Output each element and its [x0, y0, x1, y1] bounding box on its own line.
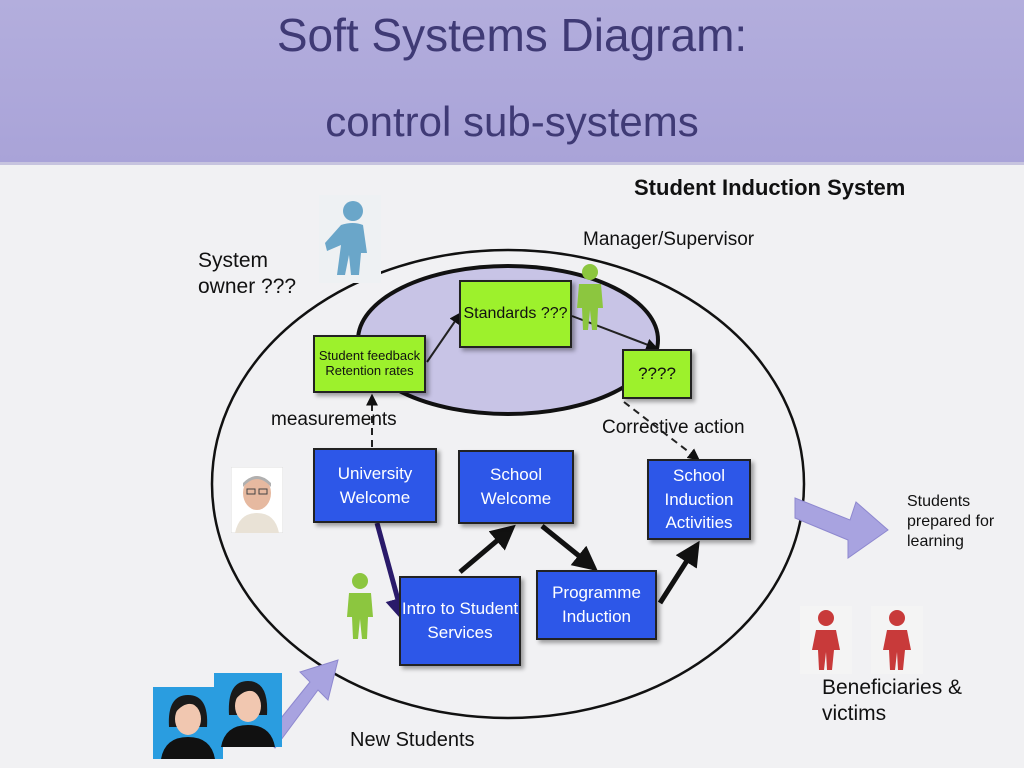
- arrow-programme-to-induction: [657, 540, 700, 605]
- photo-woman: [214, 673, 282, 747]
- intro-services-text: Intro to Student Services: [401, 599, 519, 642]
- manager-label: Manager/Supervisor: [583, 229, 755, 250]
- measurements-label: measurements: [271, 409, 397, 430]
- system-name: Student Induction System: [634, 175, 906, 200]
- person-red-icon: [871, 606, 923, 674]
- new-students-label: New Students: [350, 729, 475, 751]
- feedback-box: Student feedback Retention rates: [313, 335, 426, 393]
- output-label: Students prepared for learning: [907, 493, 995, 550]
- arrow-university-to-intro: [374, 522, 410, 623]
- standards-text: Standards ???: [463, 304, 568, 322]
- beneficiaries-label: Beneficiaries & victims: [822, 676, 963, 726]
- input-arrow: [264, 659, 339, 749]
- slide-title: Soft Systems Diagram:: [276, 9, 748, 61]
- system-owner-label: System owner ???: [198, 249, 297, 299]
- standards-box: Standards ???: [459, 280, 572, 348]
- programme-induction-box: Programme Induction: [536, 570, 657, 640]
- photo-woman: [153, 687, 223, 759]
- person-green-icon: [347, 573, 373, 639]
- arrow-feedback-to-standards: [426, 312, 462, 363]
- photo-man: [231, 467, 283, 533]
- school-welcome-box: School Welcome: [458, 450, 574, 524]
- school-welcome-text: School Welcome: [480, 465, 552, 508]
- corrective-action-label: Corrective action: [602, 417, 745, 438]
- person-blue-icon: [319, 195, 381, 283]
- arrow-corrective-action: [623, 401, 700, 461]
- intro-services-box: Intro to Student Services: [399, 576, 521, 666]
- university-welcome-box: University Welcome: [313, 448, 437, 523]
- person-green-icon: [577, 264, 603, 330]
- system-boundary: [210, 248, 806, 720]
- school-induction-box: School Induction Activities: [647, 459, 751, 540]
- person-red-icon: [800, 606, 852, 674]
- feedback-text: Student feedback Retention rates: [318, 348, 421, 378]
- arrow-school-to-programme: [540, 524, 598, 572]
- arrow-intro-to-school: [458, 524, 516, 574]
- university-welcome-text: University Welcome: [337, 463, 413, 507]
- slide-subtitle: control sub-systems: [325, 98, 699, 145]
- unknown-box: ????: [622, 349, 692, 399]
- school-induction-text: School Induction Activities: [664, 465, 734, 533]
- output-arrow: [794, 497, 889, 559]
- unknown-text: ????: [638, 364, 676, 383]
- header-band: Soft Systems Diagram: control sub-system…: [0, 0, 1024, 165]
- programme-induction-text: Programme Induction: [552, 583, 641, 626]
